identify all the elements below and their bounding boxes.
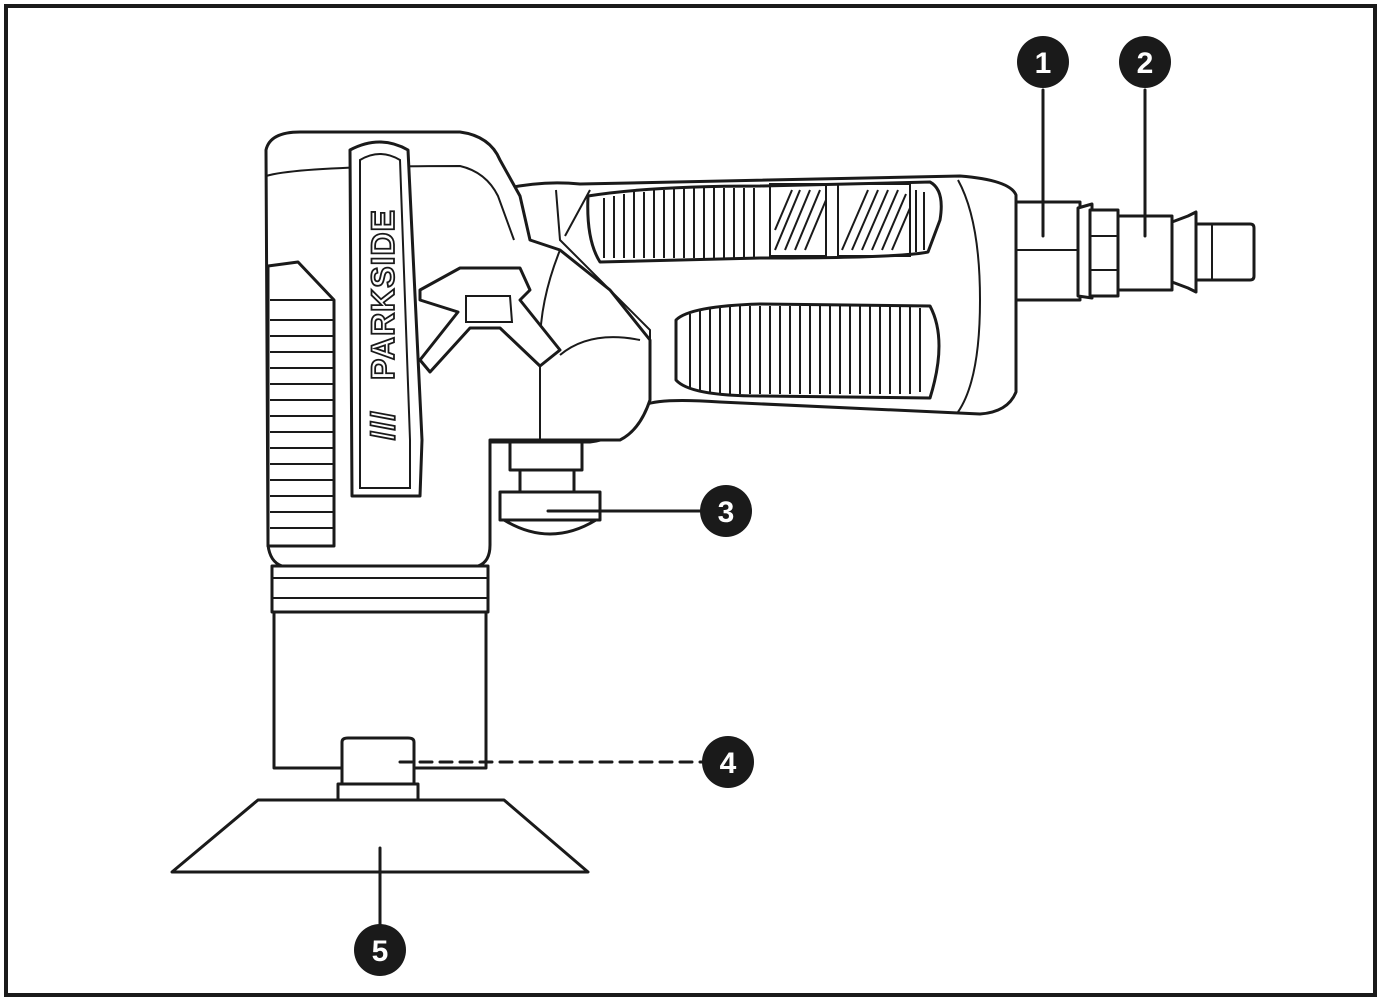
callout-1: 1 (1017, 36, 1069, 88)
speed-regulator (498, 440, 602, 536)
callout-4: 4 (702, 736, 754, 788)
brand-slashes: /// (364, 409, 402, 440)
leader-lines (378, 88, 1147, 926)
callout-2: 2 (1119, 36, 1171, 88)
callout-1-number: 1 (1035, 47, 1052, 80)
upper-grip-ribs (603, 183, 925, 258)
lower-housing (272, 610, 488, 770)
head-housing (264, 130, 652, 568)
brand-slashes-text: /// (365, 410, 401, 440)
spindle (336, 736, 420, 802)
callout-4-number: 4 (720, 747, 737, 780)
callout-2-number: 2 (1137, 47, 1154, 80)
brand-logo: PARKSIDE (364, 208, 402, 381)
quick-coupler-plug (1088, 208, 1256, 298)
figure-frame (4, 4, 1377, 997)
callout-3-number: 3 (718, 496, 735, 529)
backing-pad (170, 798, 590, 874)
brand-logo-text: PARKSIDE (365, 209, 401, 380)
callout-5-number: 5 (372, 935, 389, 968)
callout-5: 5 (354, 924, 406, 976)
lower-grip-ribs (689, 306, 921, 394)
callout-3: 3 (700, 485, 752, 537)
collar-ring (270, 564, 490, 614)
air-inlet-fitting (1010, 200, 1094, 302)
